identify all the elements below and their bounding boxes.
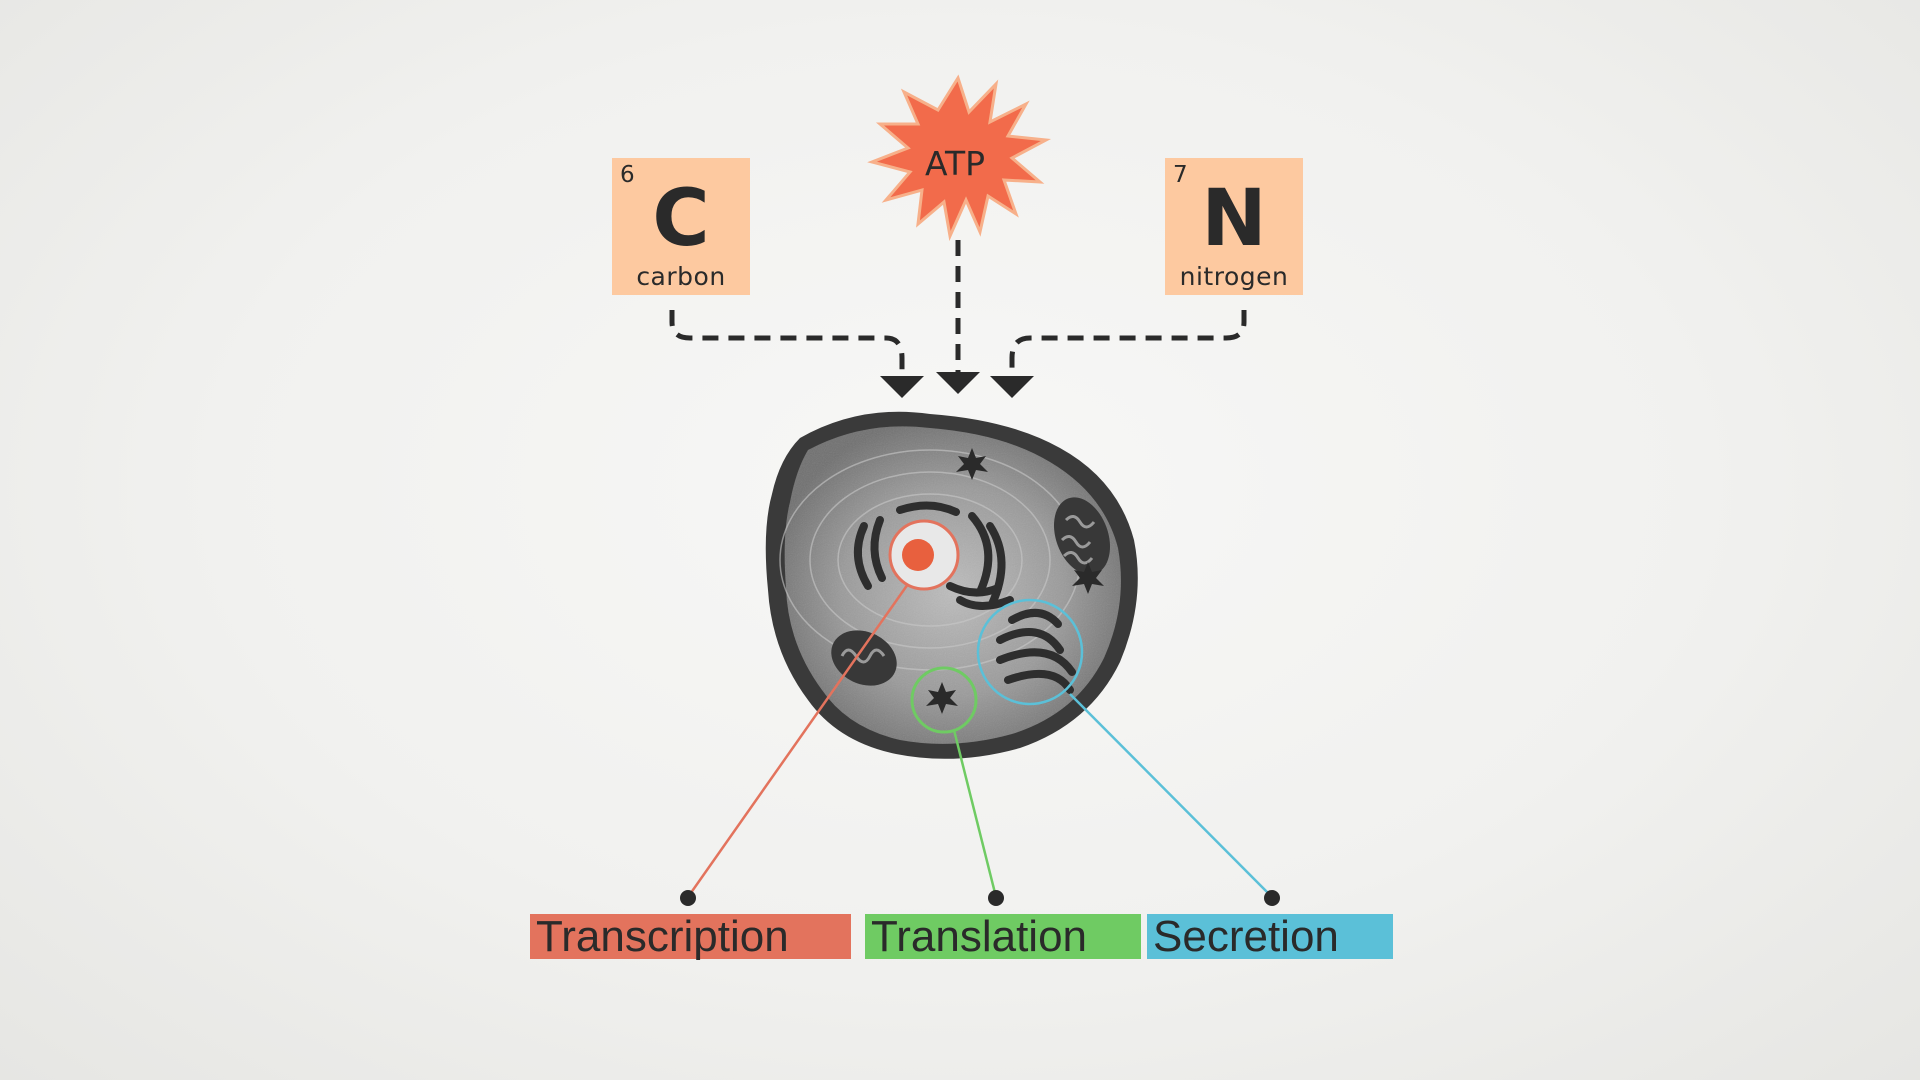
translation-leader-line — [952, 729, 998, 898]
atp-label: ATP — [924, 144, 986, 183]
carbon-symbol: C — [652, 174, 710, 264]
carbon-atomic-number: 6 — [620, 162, 635, 188]
transcription-label: Transcription — [530, 914, 851, 959]
nitrogen-arrow — [1009, 310, 1247, 372]
translation-text: Translation — [871, 912, 1088, 961]
translation-highlight-circle — [910, 666, 978, 734]
secretion-leader-line — [1069, 693, 1273, 898]
nitrogen-atomic-number: 7 — [1173, 162, 1188, 188]
translation-dot — [988, 890, 1004, 906]
carbon-name: carbon — [636, 262, 726, 291]
carbon-arrowhead-icon — [880, 376, 924, 398]
carbon-arrow — [669, 310, 905, 372]
leader-dots — [680, 890, 1280, 906]
secretion-dot — [1264, 890, 1280, 906]
nitrogen-arrowhead-icon — [990, 376, 1034, 398]
nitrogen-name: nitrogen — [1179, 262, 1289, 291]
input-arrows — [669, 240, 1247, 372]
nitrogen-tile: 7 N nitrogen — [1165, 158, 1303, 295]
golgi-apparatus — [853, 501, 1014, 610]
carbon-tile: 6 C carbon — [612, 158, 750, 295]
mitochondrion-top-right — [1053, 497, 1111, 575]
endoplasmic-reticulum — [996, 609, 1076, 694]
secretion-label: Secretion — [1147, 914, 1393, 959]
atp-arrowhead-icon — [936, 372, 980, 394]
secretion-highlight-circle — [976, 598, 1084, 706]
transcription-dot — [680, 890, 696, 906]
atp-burst-icon — [867, 74, 1052, 242]
arrowheads — [880, 372, 1034, 398]
nitrogen-symbol: N — [1201, 174, 1267, 264]
nucleolus — [902, 539, 934, 571]
translation-label: Translation — [865, 914, 1141, 959]
secretion-text: Secretion — [1153, 912, 1339, 961]
transcription-text: Transcription — [536, 912, 789, 961]
transcription-leader-line — [686, 583, 910, 898]
cell — [765, 411, 1138, 759]
leader-lines — [686, 583, 1273, 898]
